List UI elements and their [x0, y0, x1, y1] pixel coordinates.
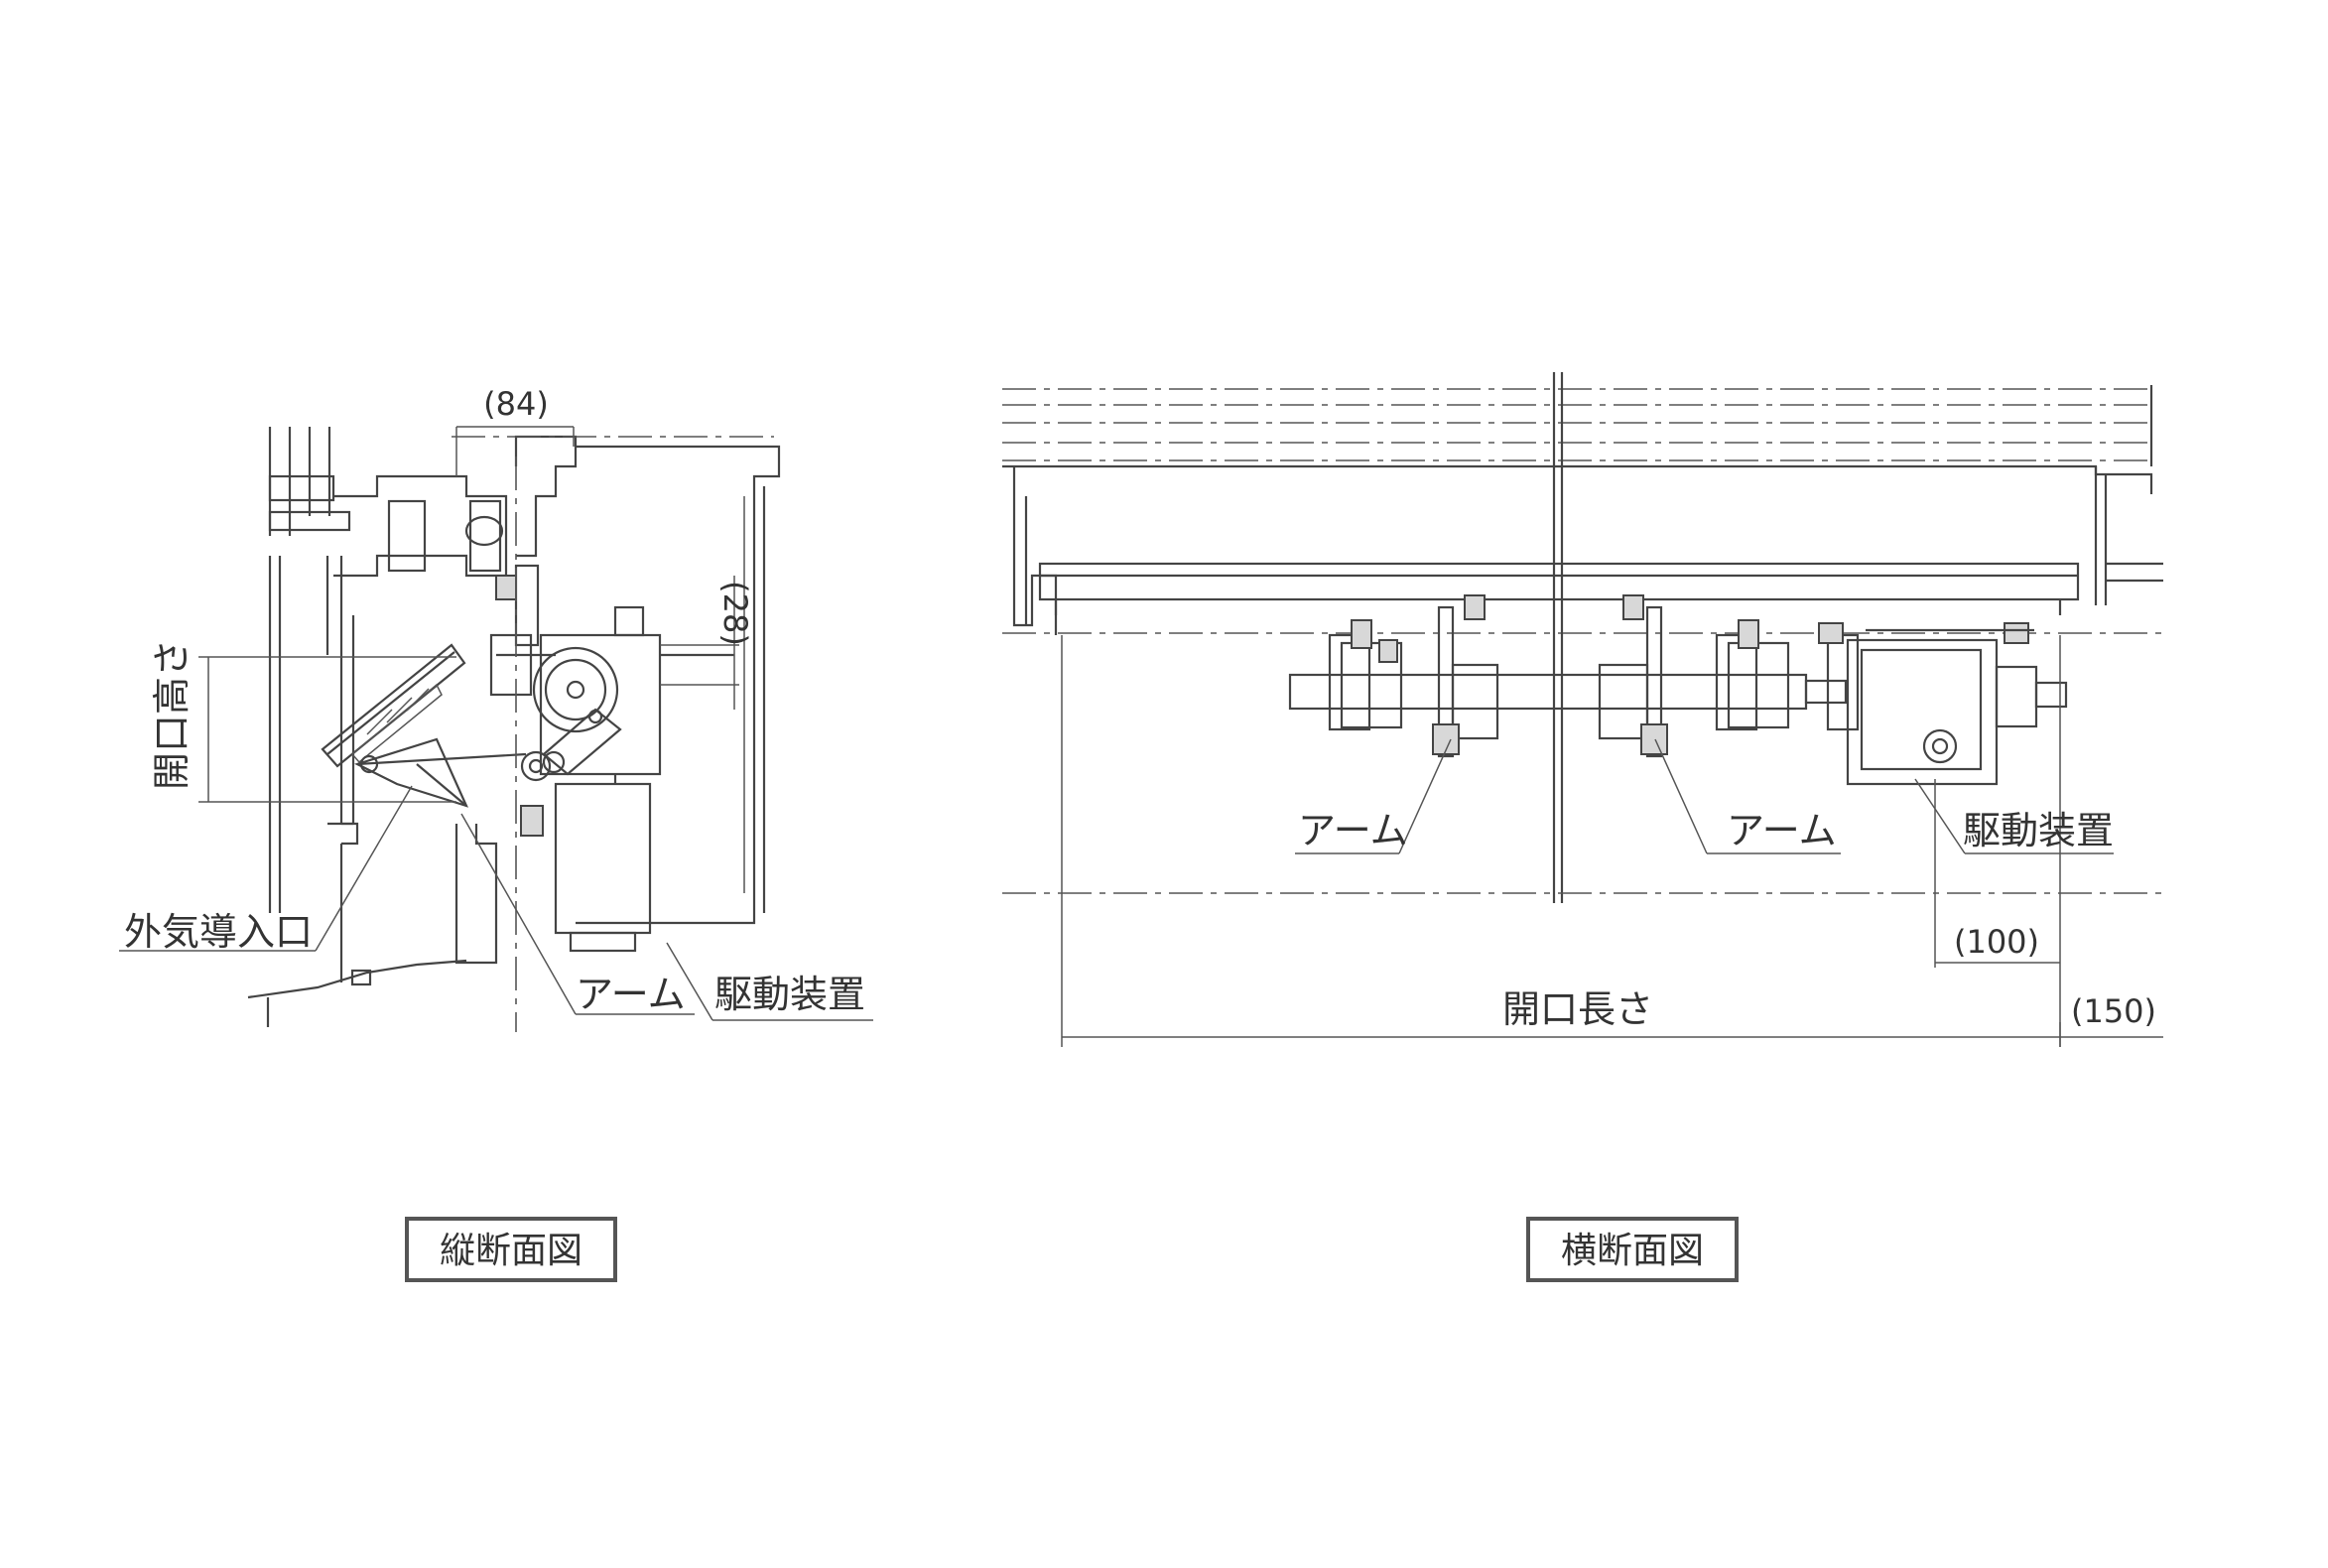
- vs-label-opening-height: 開口高さ: [150, 639, 194, 790]
- vs-label-drive: 駆動装置: [714, 973, 865, 1016]
- vs-title: 縦断面図: [440, 1231, 582, 1271]
- hs-dim-150: (150): [2071, 992, 2156, 1030]
- hs-label-arm-1: アーム: [1298, 809, 1408, 852]
- hs-label-drive: 駆動装置: [1963, 809, 2114, 852]
- vs-dim-84: (84): [483, 385, 549, 423]
- hs-label-arm-2: アーム: [1727, 809, 1837, 852]
- vertical-section-drawing: [119, 426, 873, 1032]
- hs-title: 横断面図: [1561, 1231, 1704, 1271]
- vs-dim-28: (28): [716, 581, 754, 646]
- vs-label-air-inlet: 外気導入口: [124, 910, 313, 954]
- horizontal-section-drawing: [1002, 372, 2163, 1047]
- vs-title-box: [405, 1217, 617, 1282]
- vs-label-arm: アーム: [576, 973, 686, 1016]
- hs-title-box: [1526, 1217, 1739, 1282]
- hs-dim-100: (100): [1954, 923, 2039, 961]
- hs-label-opening-length: 開口長さ: [1502, 987, 1653, 1031]
